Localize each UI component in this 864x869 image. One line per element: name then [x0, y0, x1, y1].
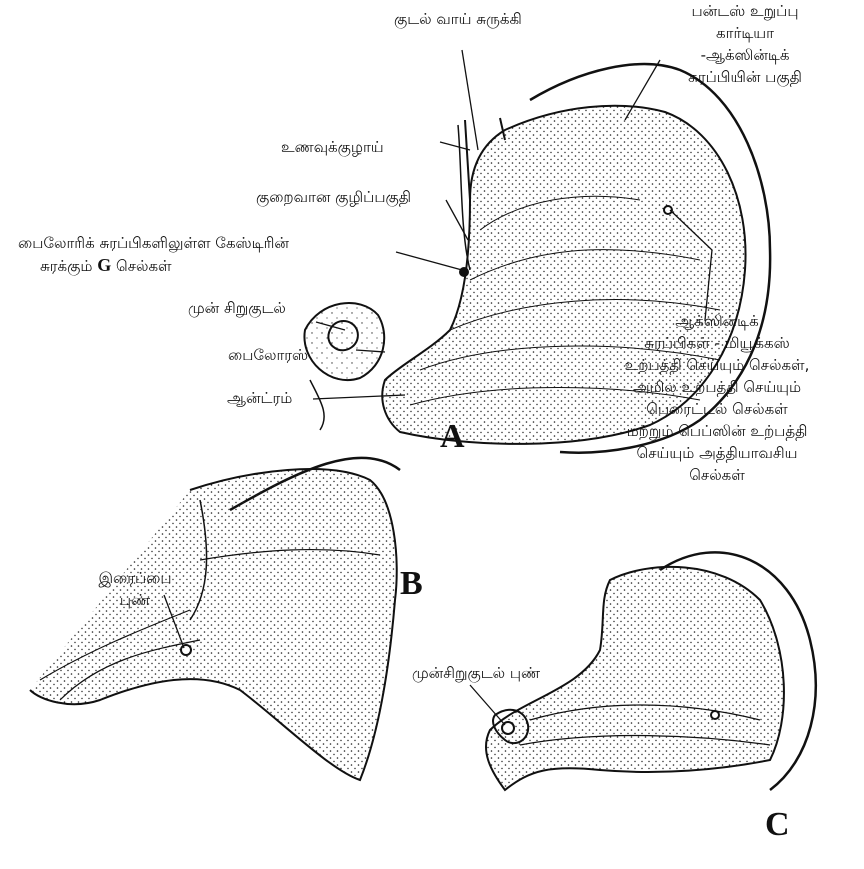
- label-pyloric-glands-post: செல்கள்: [116, 257, 172, 275]
- figure-letter-a: A: [440, 420, 465, 454]
- label-pyloric-glands-line1: பைலோரிக் சுரப்பிகளிலுள்ள கேஸ்டிரின்: [18, 232, 398, 254]
- label-oxyntic-line: பெரைட்டல் செல்கள்: [582, 398, 852, 420]
- label-oxyntic-line: சுரப்பிகள் - மியூக்கஸ்: [582, 332, 852, 354]
- figure-letter-c: C: [765, 808, 790, 842]
- label-fundus-line: கார்டியா: [640, 22, 850, 44]
- label-oxyntic-line: மற்றும் பெப்ஸின் உற்பத்தி: [582, 420, 852, 442]
- stomach-body-b: [30, 469, 397, 780]
- label-lesser-curvature: குறைவான குழிப்பகுதி: [256, 186, 411, 208]
- label-oxyntic-line: செல்கள்: [582, 464, 852, 486]
- label-esophagus: உணவுக்குழாய்: [281, 136, 384, 158]
- label-oxyntic-line: ஆக்ஸின்டிக்: [582, 310, 852, 332]
- label-oxyntic-line: உற்பத்தி செய்யும் செல்கள்,: [582, 354, 852, 376]
- label-pyloric-glands-line2: சுரக்கும் G செல்கள்: [18, 254, 398, 277]
- label-pylorus: பைலோரஸ்: [228, 344, 308, 366]
- stomach-b: [30, 458, 400, 780]
- label-oxyntic-line: செய்யும் அத்தியாவசிய: [582, 442, 852, 464]
- label-gastric-ulcer-line: புண்: [80, 589, 190, 611]
- label-fundus: பன்டஸ் உறுப்பு கார்டியா -ஆக்ஸின்டிக் சுர…: [640, 0, 850, 88]
- label-fundus-line: சுரப்பியின் பகுதி: [640, 66, 850, 88]
- figure-letter-b: B: [400, 567, 423, 601]
- label-cardiac-sphincter: குடல் வாய் சுருக்கி: [394, 8, 522, 30]
- label-oxyntic-line: அமில உற்பத்தி செய்யும்: [582, 376, 852, 398]
- label-fundus-line: -ஆக்ஸின்டிக்: [640, 44, 850, 66]
- label-gastric-ulcer-line: இரைப்பை: [80, 567, 190, 589]
- label-pyloric-glands-pre: சுரக்கும்: [40, 257, 92, 275]
- label-duodenum: முன் சிறுகுடல்: [188, 297, 286, 319]
- label-gastric-ulcer: இரைப்பை புண்: [80, 567, 190, 611]
- leader-duodenal-ulcer: [470, 685, 505, 725]
- label-fundus-line: பன்டஸ் உறுப்பு: [640, 0, 850, 22]
- label-pyloric-glands: பைலோரிக் சுரப்பிகளிலுள்ள கேஸ்டிரின் சுரக…: [18, 232, 398, 277]
- label-antrum: ஆன்ட்ரம்: [227, 387, 292, 409]
- label-g-cell-letter: G: [97, 255, 111, 275]
- duodenum-a: [304, 303, 384, 380]
- label-oxyntic-glands: ஆக்ஸின்டிக் சுரப்பிகள் - மியூக்கஸ் உற்பத…: [582, 310, 852, 486]
- label-duodenal-ulcer: முன்சிறுகுடல் புண்: [412, 662, 540, 684]
